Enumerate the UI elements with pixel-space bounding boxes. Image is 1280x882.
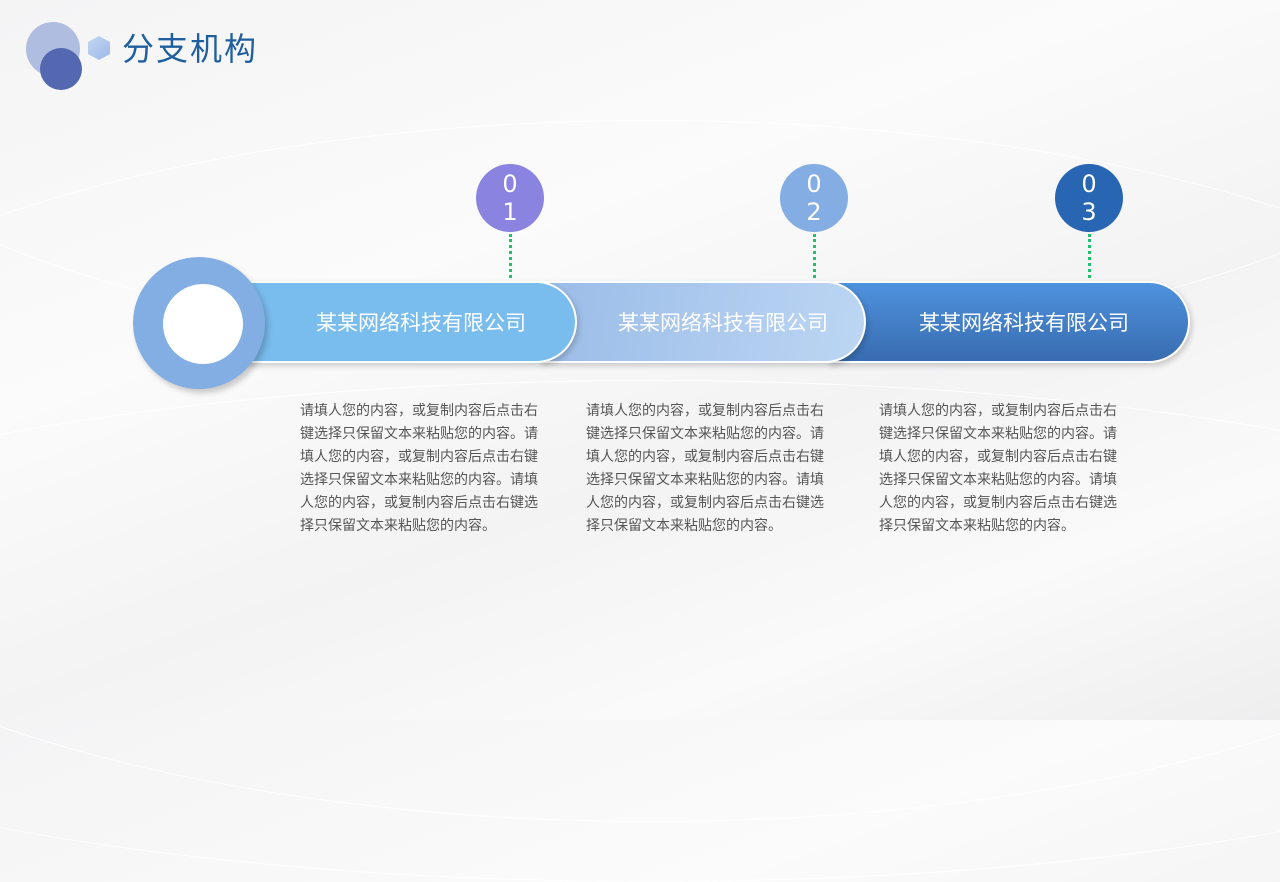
branch-name: 某某网络科技有限公司: [618, 311, 828, 335]
title-decoration-circle: [40, 48, 82, 90]
branch-description: 请填人您的内容，或复制内容后点击右键选择只保留文本来粘贴您的内容。请填人您的内容…: [879, 403, 1117, 534]
branch-name: 某某网络科技有限公司: [316, 311, 526, 335]
branch-bar-1: 某某网络科技有限公司: [215, 281, 577, 363]
branch-name: 某某网络科技有限公司: [919, 311, 1129, 335]
connector-line: [509, 234, 512, 278]
start-ring-center: [163, 284, 243, 364]
branch-description: 请填人您的内容，或复制内容后点击右键选择只保留文本来粘贴您的内容。请填人您的内容…: [300, 403, 538, 534]
branch-bar-3: 某某网络科技有限公司: [828, 281, 1190, 363]
page-title: 分支机构: [122, 30, 259, 68]
connector-line: [813, 234, 816, 278]
connector-line: [1088, 234, 1091, 278]
hexagon-icon: [88, 36, 110, 60]
branch-bar-2: 某某网络科技有限公司: [540, 281, 866, 363]
branch-description: 请填人您的内容，或复制内容后点击右键选择只保留文本来粘贴您的内容。请填人您的内容…: [586, 403, 824, 534]
